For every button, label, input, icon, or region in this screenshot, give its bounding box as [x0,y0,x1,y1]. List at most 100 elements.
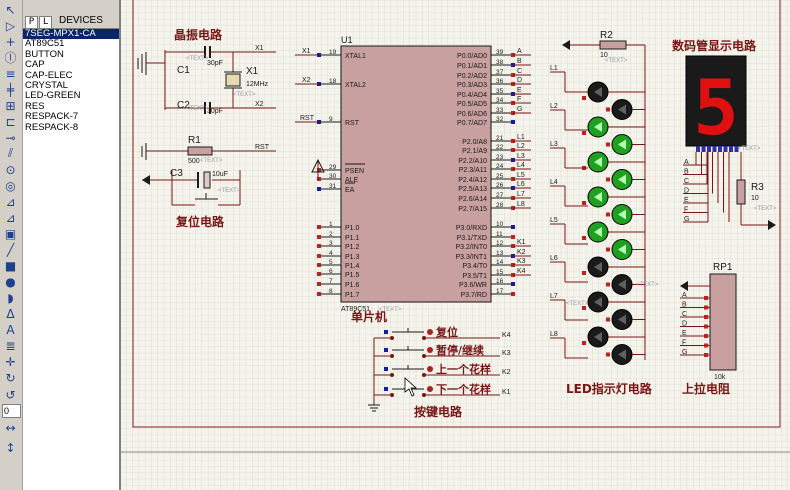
graph-icon[interactable]: ⫽ [7,146,14,160]
pin-marker [384,330,388,334]
net-label: X2 [255,101,264,108]
mcu-pin-name: P2.1/A9 [462,148,487,155]
marker-icon[interactable]: ✛ [5,354,16,369]
mcu-pin-name: XTAL2 [345,82,366,89]
mcu-pin-name: P2.6/A14 [458,196,487,203]
device-list-item[interactable]: RESPACK-7 [25,111,79,123]
tape-icon[interactable]: ⊙ [5,162,16,177]
led-net-label: L5 [550,217,558,224]
mcu-pin-num: 36 [496,78,504,85]
text-placeholder: <TEXT> [379,307,402,313]
net-label: L8 [517,201,525,208]
mcu-pin-num: 29 [329,164,337,171]
line-icon[interactable]: ╱ [6,242,15,257]
text-icon[interactable]: A [6,322,15,337]
subcircuit-icon[interactable]: ⊞ [5,98,16,113]
resistor-r2 [599,40,627,50]
mcu-pin-name: P3.3/INT1 [455,254,487,261]
device-list-item[interactable]: CRYSTAL [25,80,68,92]
device-list-item[interactable]: RESPACK-8 [25,121,79,133]
pin-marker [606,142,610,147]
pin-marker [317,187,321,191]
pullup-net-label: C [682,311,687,318]
mcu-pin-name: P0.7/AD7 [457,120,487,127]
led-arrow [594,122,602,132]
device-list-item[interactable]: CAP-ELEC [25,69,73,81]
text-placeholder: <TEXT> [754,206,777,212]
pick-device-button[interactable]: P [25,16,38,29]
device-list-item[interactable]: AT89C51 [25,38,65,50]
pin-marker [606,212,610,217]
mcu-pin-num: 7 [329,278,333,285]
device-list-item[interactable]: RES [25,100,45,112]
mcu-pin-num: 15 [496,269,504,276]
net-label: L7 [517,191,525,198]
component-icon[interactable]: ▷ [5,18,16,33]
mirror-y-icon[interactable]: ↕ [5,440,16,455]
device-list-item[interactable]: BUTTON [25,48,64,60]
current-probe-icon[interactable]: ⊿ [5,210,16,225]
device-list-item[interactable]: CAP [25,59,45,71]
mirror-x-icon[interactable]: ↔ [5,420,16,435]
virtual-instrument-icon[interactable]: ▣ [4,226,17,241]
net-label: K3 [502,350,511,357]
mcu-pin-num: 8 [329,288,333,295]
mcu-pin-num: 25 [496,173,504,180]
key-label: 上一个花样 [436,362,491,376]
mcu-pin-num: 21 [496,135,504,142]
generator-icon[interactable]: ◎ [5,178,16,193]
pin-marker [704,296,708,300]
mcu-pin-name: P0.6/AD6 [457,111,487,118]
mcu-pin-num: 39 [496,49,504,56]
pin-marker [606,282,610,287]
device-list-item[interactable]: LED-GREEN [25,90,81,102]
display-pin [729,146,733,152]
pin-marker [511,120,515,124]
mouse-cursor-icon [404,377,418,397]
mcu-pin-name: P2.3/A11 [459,167,487,174]
pointer-icon[interactable]: ↖ [5,2,16,17]
box-icon[interactable]: ■ [4,258,17,273]
path-icon[interactable]: ᐃ [6,306,15,321]
c1-label: C1 [177,65,190,76]
power-terminal [768,220,776,230]
display-pin [696,146,700,152]
library-manager-button[interactable]: L [39,16,52,29]
pin-marker [606,177,610,182]
net-label: K3 [517,258,526,265]
mcu-pin-name: ALE [345,177,359,184]
led-arrow [618,244,626,255]
pin-marker [704,343,708,348]
key-led [427,366,433,372]
rotation-angle-input[interactable]: 0 [2,404,21,418]
circle-icon[interactable]: ● [5,274,16,289]
display-pin [718,146,722,152]
wire-label-icon[interactable]: ⓛ [4,51,17,65]
mcu-pin-num: 37 [496,69,504,76]
symbol-icon[interactable]: ≣ [5,338,16,353]
pullup-net-label: E [682,330,687,337]
bus-icon[interactable]: ╪ [6,82,15,97]
mcu-pin-name: P1.7 [345,292,360,299]
led-arrow [594,192,602,202]
rotate-cw-icon[interactable]: ↻ [5,370,16,385]
device-list-item[interactable]: 7SEG-MPX1-CA [23,28,119,40]
net-label: X2 [302,77,311,84]
mcu-pin-num: 14 [496,259,504,266]
pullup-net-label: D [682,321,687,328]
voltage-probe-icon[interactable]: ⊿ [5,194,16,209]
net-label: L4 [517,162,525,169]
arc-icon[interactable]: ◗ [7,290,14,305]
led-net-label: L1 [550,65,558,72]
device-pin-icon[interactable]: ⊸ [5,130,16,145]
resistor-pack-rp1 [709,273,737,371]
text-script-icon[interactable]: ≡ [5,66,16,81]
junction-icon[interactable]: + [5,34,16,49]
net-label: K4 [517,268,526,275]
display-pin [734,146,739,152]
rotate-ccw-icon[interactable]: ↺ [5,387,16,402]
mcu-section-title: 单片机 [351,309,387,324]
segment-net-label: B [684,169,689,176]
terminal-icon[interactable]: ⊏ [5,114,16,129]
